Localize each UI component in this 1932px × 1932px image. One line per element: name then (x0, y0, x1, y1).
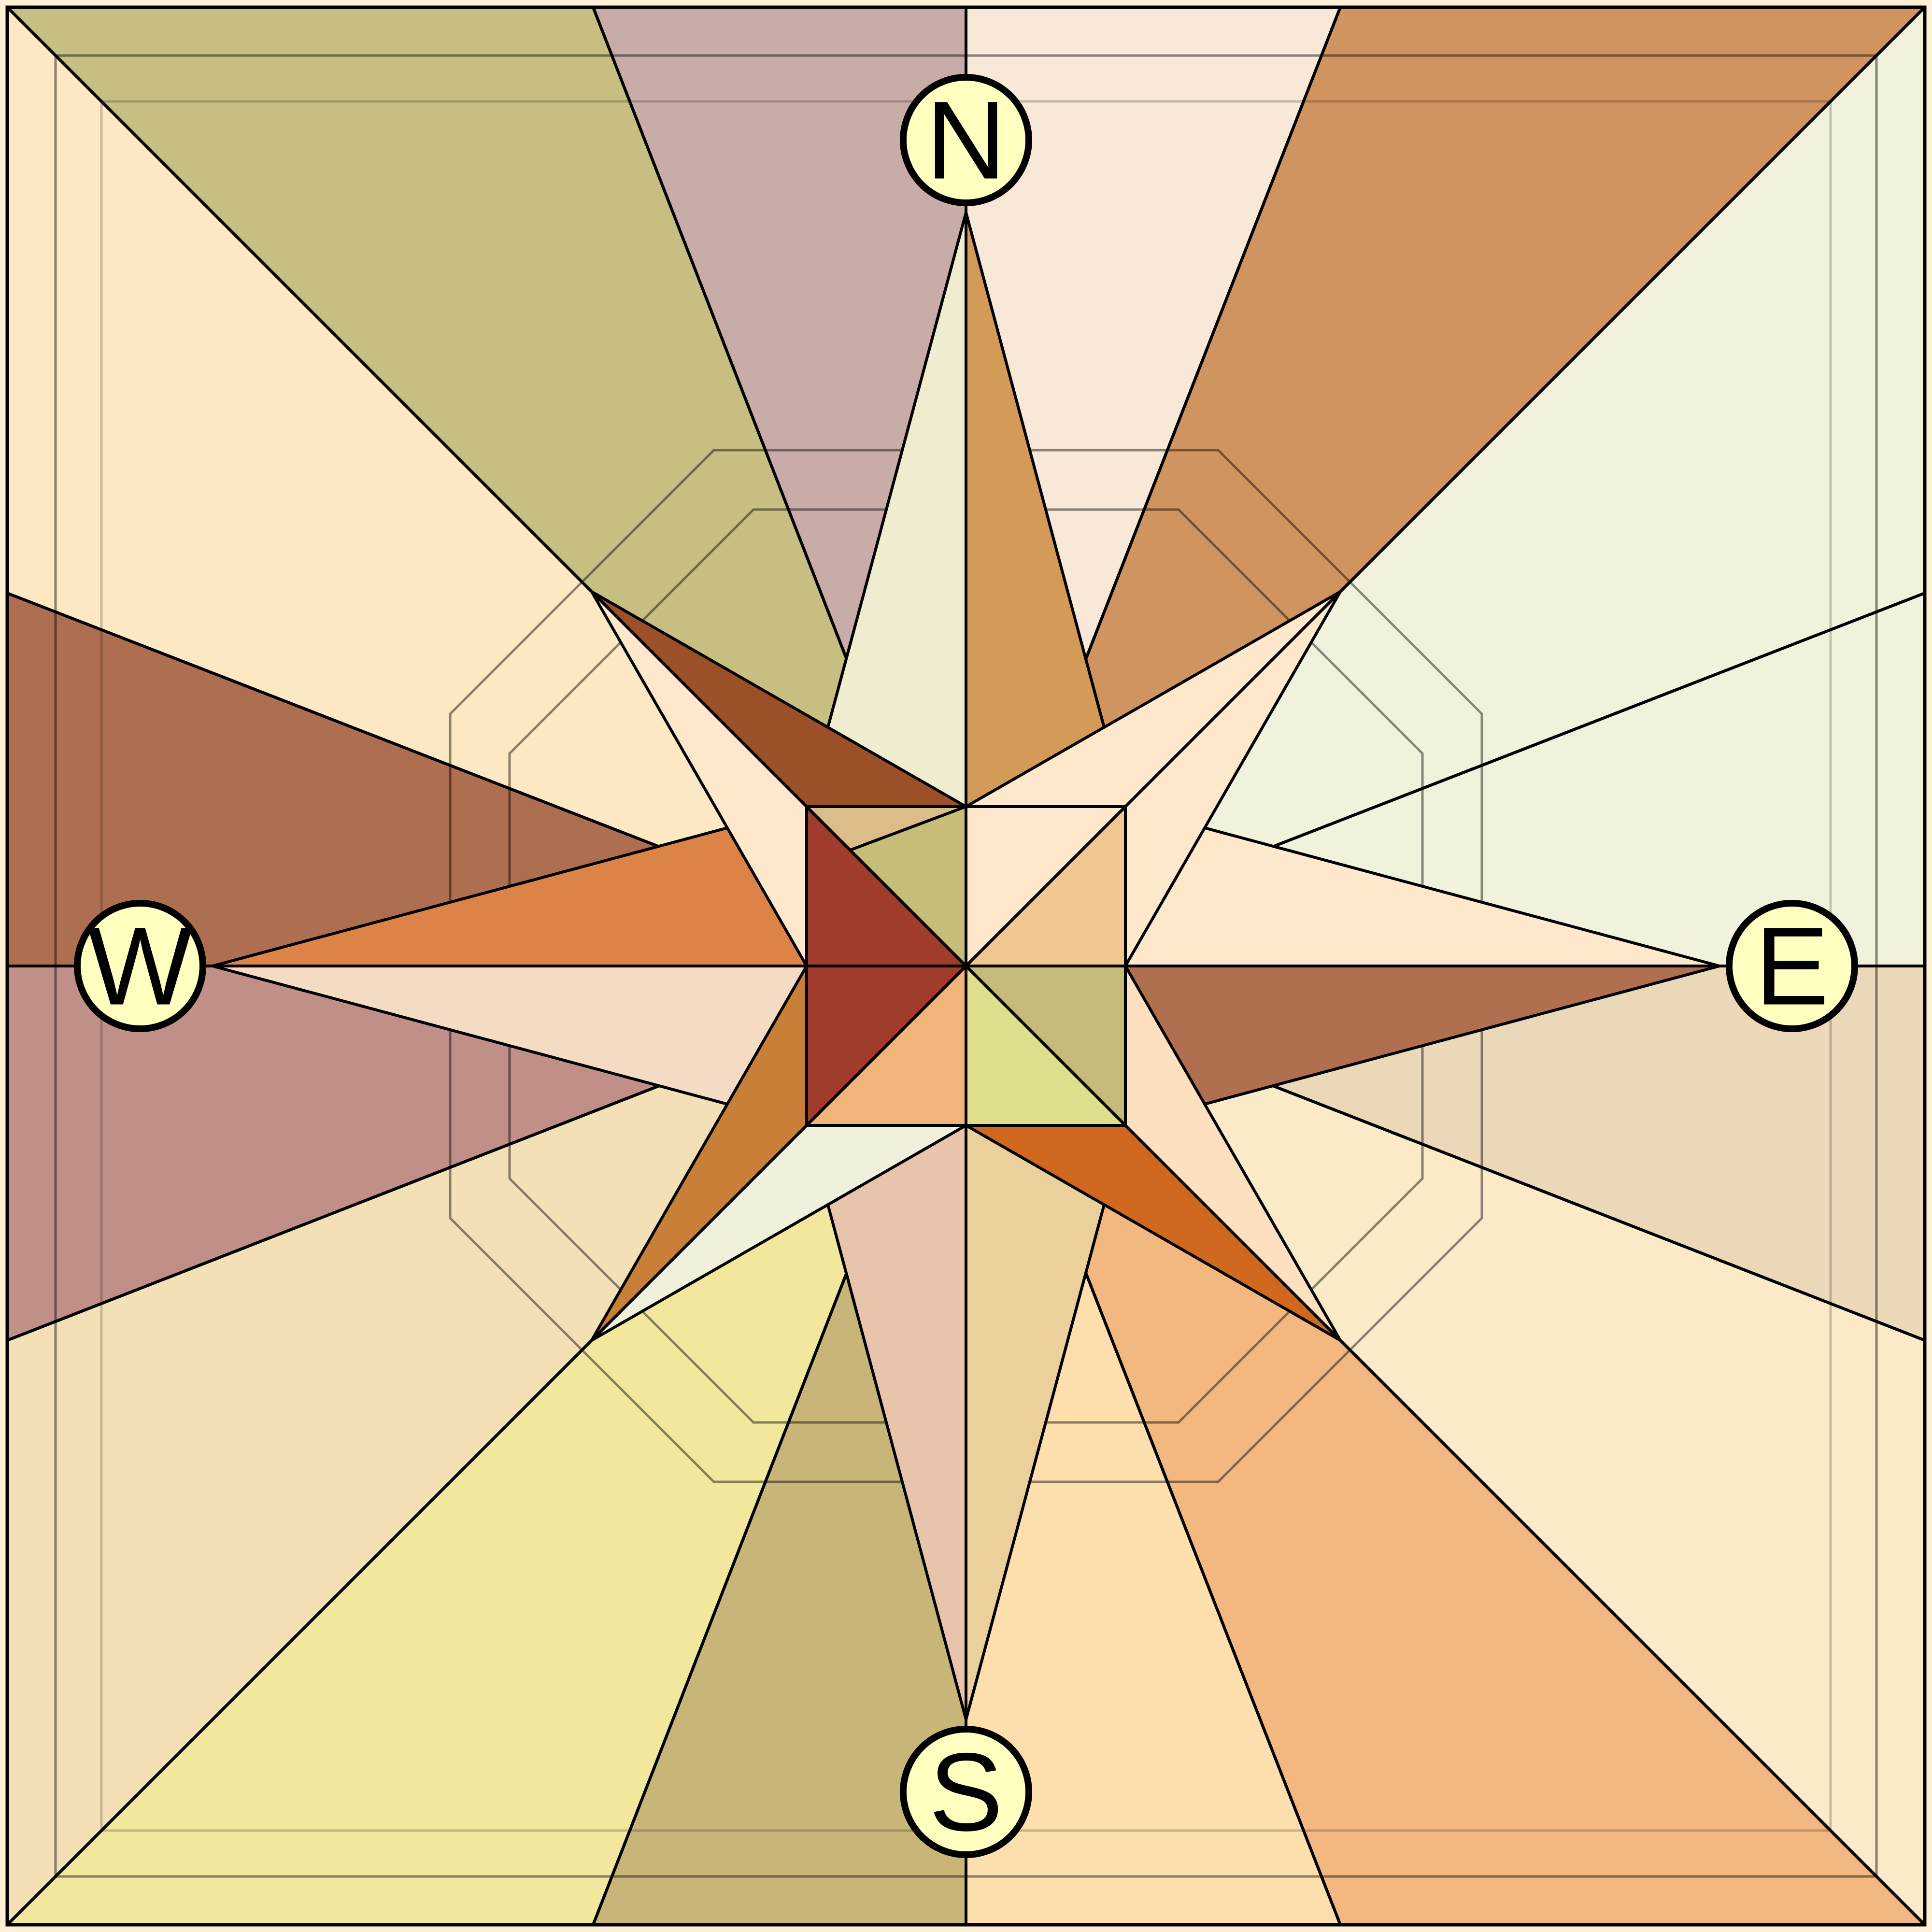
west-badge: W (74, 900, 206, 1032)
north-label: N (926, 78, 1006, 202)
center-square (805, 805, 1127, 1127)
south-badge: S (900, 1726, 1032, 1858)
east-badge: E (1726, 900, 1858, 1032)
south-label: S (929, 1730, 1003, 1854)
east-label: E (1755, 904, 1829, 1028)
ghost-octagon (449, 449, 1483, 1483)
west-label: W (87, 904, 192, 1028)
north-badge: N (900, 74, 1032, 206)
outer-frame (5, 5, 1927, 1927)
